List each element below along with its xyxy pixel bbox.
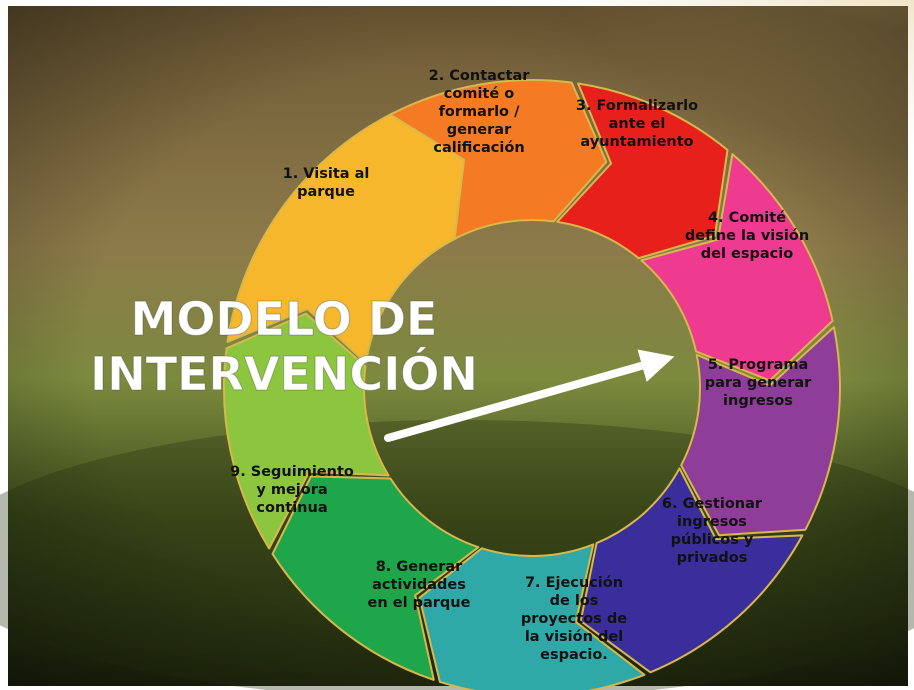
step-5-label-line: ingresos <box>723 393 793 409</box>
step-1-label-line: parque <box>297 184 355 200</box>
step-1-label-line: 1. Visita al <box>283 166 370 182</box>
step-8-label: 8. Generar actividades en el parque <box>368 559 471 611</box>
step-5-label: 5. Programa para generar ingresos <box>705 357 812 409</box>
step-4-label: 4. Comité define la visión del espacio <box>685 210 809 262</box>
cycle-ring <box>223 79 841 690</box>
center-arrow <box>384 349 675 442</box>
step-2-label: 2. Contactar comité o formarlo / generar cal… <box>429 68 531 156</box>
step-6-label-line: privados <box>677 550 748 566</box>
step-2-segment <box>389 79 608 240</box>
step-3-label: 3. Formalizarlo ante el ayuntamiento <box>576 98 698 150</box>
step-6-label: 6. Gestionar ingresos públicos y privados <box>662 496 763 566</box>
step-9-segment <box>223 312 390 550</box>
step-2-label-line: formarlo / <box>439 104 520 120</box>
step-2-label-line: generar <box>447 122 512 138</box>
step-8-label-line: en el parque <box>368 595 471 611</box>
step-6-label-line: públicos y <box>671 532 754 548</box>
step-6-label-line: ingresos <box>677 514 747 530</box>
step-4-label-line: define la visión <box>685 228 809 244</box>
title-line-2: INTERVENCIÓN <box>90 347 478 401</box>
step-7-segment <box>418 543 646 690</box>
step-8-label-line: 8. Generar <box>376 559 463 575</box>
step-8-label-line: actividades <box>372 577 466 593</box>
step-3-label-line: 3. Formalizarlo <box>576 98 698 114</box>
step-labels: 1. Visita al parque 2. Contactar comité o fo… <box>230 68 812 663</box>
step-9-label: 9. Seguimiento y mejora continua <box>230 464 354 516</box>
step-5-label-line: 5. Programa <box>708 357 809 373</box>
step-6-segment <box>579 467 804 674</box>
step-5-label-line: para generar <box>705 375 812 391</box>
step-7-label: 7. Ejecución de los proyectos de la visión … <box>521 575 627 663</box>
step-4-label-line: del espacio <box>701 246 793 262</box>
step-2-label-line: 2. Contactar <box>429 68 531 84</box>
title-line-1: MODELO DE <box>131 292 438 346</box>
step-9-label-line: continua <box>256 500 327 516</box>
step-4-label-line: 4. Comité <box>708 210 786 226</box>
step-1-label: 1. Visita al parque <box>283 166 370 200</box>
step-7-label-line: la visión del <box>525 629 623 645</box>
step-7-label-line: 7. Ejecución <box>525 575 623 591</box>
step-3-label-line: ayuntamiento <box>580 134 693 150</box>
step-6-label-line: 6. Gestionar <box>662 496 763 512</box>
step-9-label-line: y mejora <box>256 482 327 498</box>
step-3-label-line: ante el <box>609 116 666 132</box>
step-2-label-line: calificación <box>433 140 524 156</box>
step-7-label-line: espacio. <box>540 647 608 663</box>
step-2-label-line: comité o <box>444 86 514 102</box>
step-9-label-line: 9. Seguimiento <box>230 464 354 480</box>
step-8-segment <box>271 475 480 681</box>
diagram-title: MODELO DE INTERVENCIÓN <box>90 292 479 402</box>
step-3-segment <box>556 82 729 260</box>
step-7-label-line: de los <box>550 593 599 609</box>
step-7-label-line: proyectos de <box>521 611 627 627</box>
step-5-segment <box>680 326 841 537</box>
step-4-segment <box>640 153 834 382</box>
